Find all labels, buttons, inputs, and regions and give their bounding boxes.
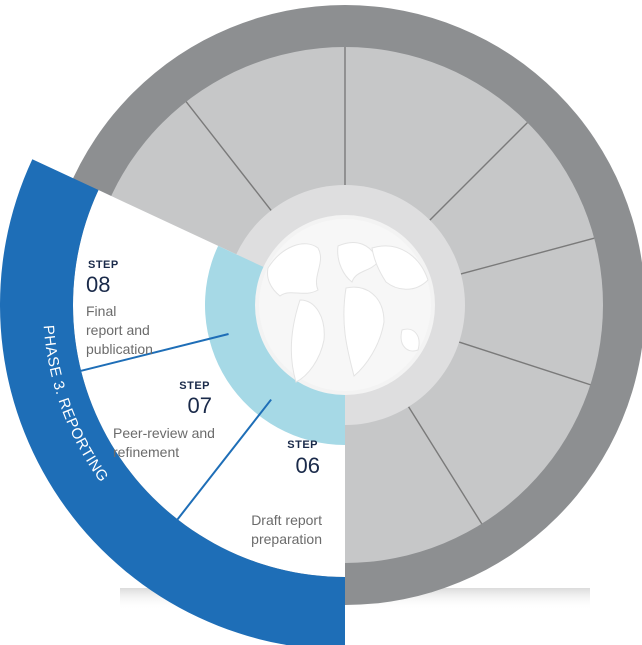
active-hub-arc	[205, 245, 345, 445]
phase-band	[0, 159, 345, 645]
step-08-kicker: STEP	[88, 259, 119, 271]
step-06-desc-line2: preparation	[251, 531, 322, 547]
segment-divider-line	[185, 101, 272, 211]
segment-divider-line	[407, 406, 483, 525]
segment-divider-line	[460, 237, 595, 275]
segment-divider-line	[458, 341, 591, 386]
step-08-block: STEP 08 Final report and publication	[86, 259, 153, 357]
step-06-desc-line1: Draft report	[251, 512, 322, 528]
step-07-kicker: STEP	[179, 380, 210, 392]
active-dividers	[80, 333, 272, 520]
step-07-block: STEP 07 Peer-review and refinement	[113, 380, 215, 460]
step-08-desc-line1: Final	[86, 303, 116, 319]
step-08-number: 08	[86, 272, 110, 297]
segment-dividers	[185, 47, 595, 525]
step-07-desc-line2: refinement	[113, 444, 179, 460]
step-08-desc-line3: publication	[86, 341, 153, 357]
active-divider-line	[176, 398, 272, 520]
step-07-desc-line1: Peer-review and	[113, 425, 215, 441]
step-07-number: 07	[188, 393, 212, 418]
active-divider-line	[80, 333, 229, 372]
active-sectors	[72, 190, 345, 578]
step-08-desc-line2: report and	[86, 322, 150, 338]
globe-icon	[259, 219, 431, 391]
step-06-kicker: STEP	[287, 439, 318, 451]
step-06-block: STEP 06 Draft report preparation	[251, 439, 322, 547]
step-06-number: 06	[296, 453, 320, 478]
segment-divider-line	[429, 122, 528, 221]
